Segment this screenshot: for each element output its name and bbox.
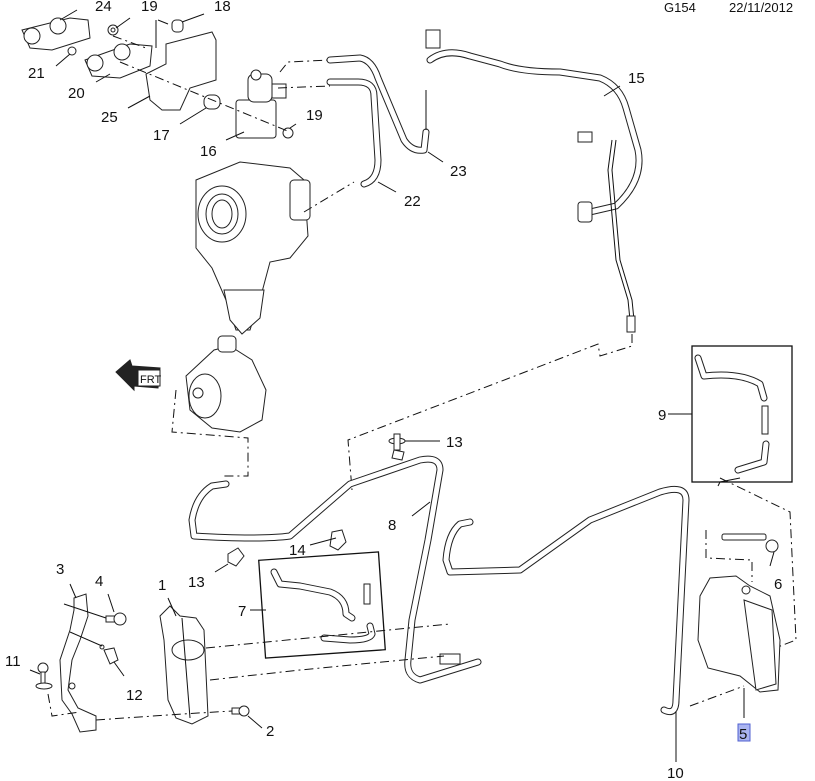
- callout-8[interactable]: 8: [388, 517, 396, 534]
- part-11-stud[interactable]: [35, 662, 53, 690]
- callout-13-upper[interactable]: 13: [446, 434, 463, 451]
- callout-12[interactable]: 12: [126, 687, 143, 704]
- callout-10[interactable]: 10: [667, 765, 684, 781]
- callout-3[interactable]: 3: [56, 561, 64, 578]
- part-17-isolator[interactable]: [203, 94, 221, 110]
- hose-kit-9[interactable]: [694, 354, 770, 474]
- callout-11[interactable]: 11: [5, 653, 21, 670]
- selected-callout-highlight: [737, 723, 751, 742]
- diagram-date: 22/11/2012: [729, 0, 794, 15]
- hose-kit-7[interactable]: [270, 568, 376, 644]
- callout-13-lower[interactable]: 13: [188, 574, 205, 591]
- callout-21[interactable]: 21: [28, 65, 45, 82]
- part-1-duct[interactable]: [159, 605, 209, 725]
- part-24-bracket[interactable]: [21, 17, 91, 51]
- part-16-solenoid-valve[interactable]: [235, 69, 287, 139]
- part-6-bolt[interactable]: [721, 533, 779, 553]
- part-14-clip[interactable]: [329, 529, 347, 551]
- callout-22[interactable]: 22: [404, 193, 421, 210]
- turbocharger[interactable]: [195, 161, 311, 335]
- callout-16[interactable]: 16: [200, 143, 217, 160]
- hose-22[interactable]: [326, 78, 382, 188]
- hose-8[interactable]: [188, 455, 482, 684]
- part-13-clip-upper[interactable]: [388, 433, 406, 461]
- part-19-nut-top[interactable]: [107, 24, 119, 36]
- part-18-cap[interactable]: [171, 19, 184, 33]
- callout-18[interactable]: 18: [214, 0, 231, 15]
- callout-19[interactable]: 19: [306, 107, 323, 124]
- callout-6[interactable]: 6: [774, 576, 782, 593]
- front-label: FRT: [140, 374, 161, 386]
- front-direction-arrow: FRT: [115, 359, 161, 392]
- leader-lines: [29, 9, 775, 762]
- part-20-bracket[interactable]: [84, 43, 153, 79]
- callout-9[interactable]: 9: [658, 407, 666, 424]
- callout-7[interactable]: 7: [238, 603, 246, 620]
- callout-24[interactable]: 24: [95, 0, 112, 15]
- part-13-clip-lower[interactable]: [227, 547, 245, 567]
- callout-23[interactable]: 23: [450, 163, 467, 180]
- callout-25[interactable]: 25: [101, 109, 118, 126]
- hose-23[interactable]: [326, 54, 430, 154]
- callout-15[interactable]: 15: [628, 70, 645, 87]
- part-12-clip[interactable]: [99, 644, 119, 665]
- part-5-reservoir[interactable]: [697, 575, 781, 693]
- callout-20[interactable]: 20: [68, 85, 85, 102]
- callout-17[interactable]: 17: [153, 127, 170, 144]
- callout-5[interactable]: 5: [739, 726, 747, 743]
- callout-19-top[interactable]: 19: [141, 0, 158, 15]
- callout-4[interactable]: 4: [95, 573, 103, 590]
- callout-1[interactable]: 1: [158, 577, 166, 594]
- kit-box-7: [258, 551, 386, 659]
- kit-box-9: [691, 345, 793, 483]
- callout-14[interactable]: 14: [289, 542, 306, 559]
- part-4-bolt[interactable]: [105, 612, 127, 626]
- callout-2[interactable]: 2: [266, 723, 274, 740]
- part-3-bracket[interactable]: [59, 593, 97, 733]
- callout-labels: 24 19 18 21 20 25 17 16 19 15 23 22 9 13…: [5, 0, 782, 781]
- hose-harness-15[interactable]: [425, 29, 643, 333]
- part-2-bolt[interactable]: [231, 705, 250, 717]
- vacuum-pump[interactable]: [185, 335, 267, 433]
- hose-10[interactable]: [442, 485, 690, 716]
- part-21-washer[interactable]: [67, 46, 77, 56]
- part-25-bracket[interactable]: [145, 31, 217, 111]
- diagram-code: G154: [664, 0, 696, 15]
